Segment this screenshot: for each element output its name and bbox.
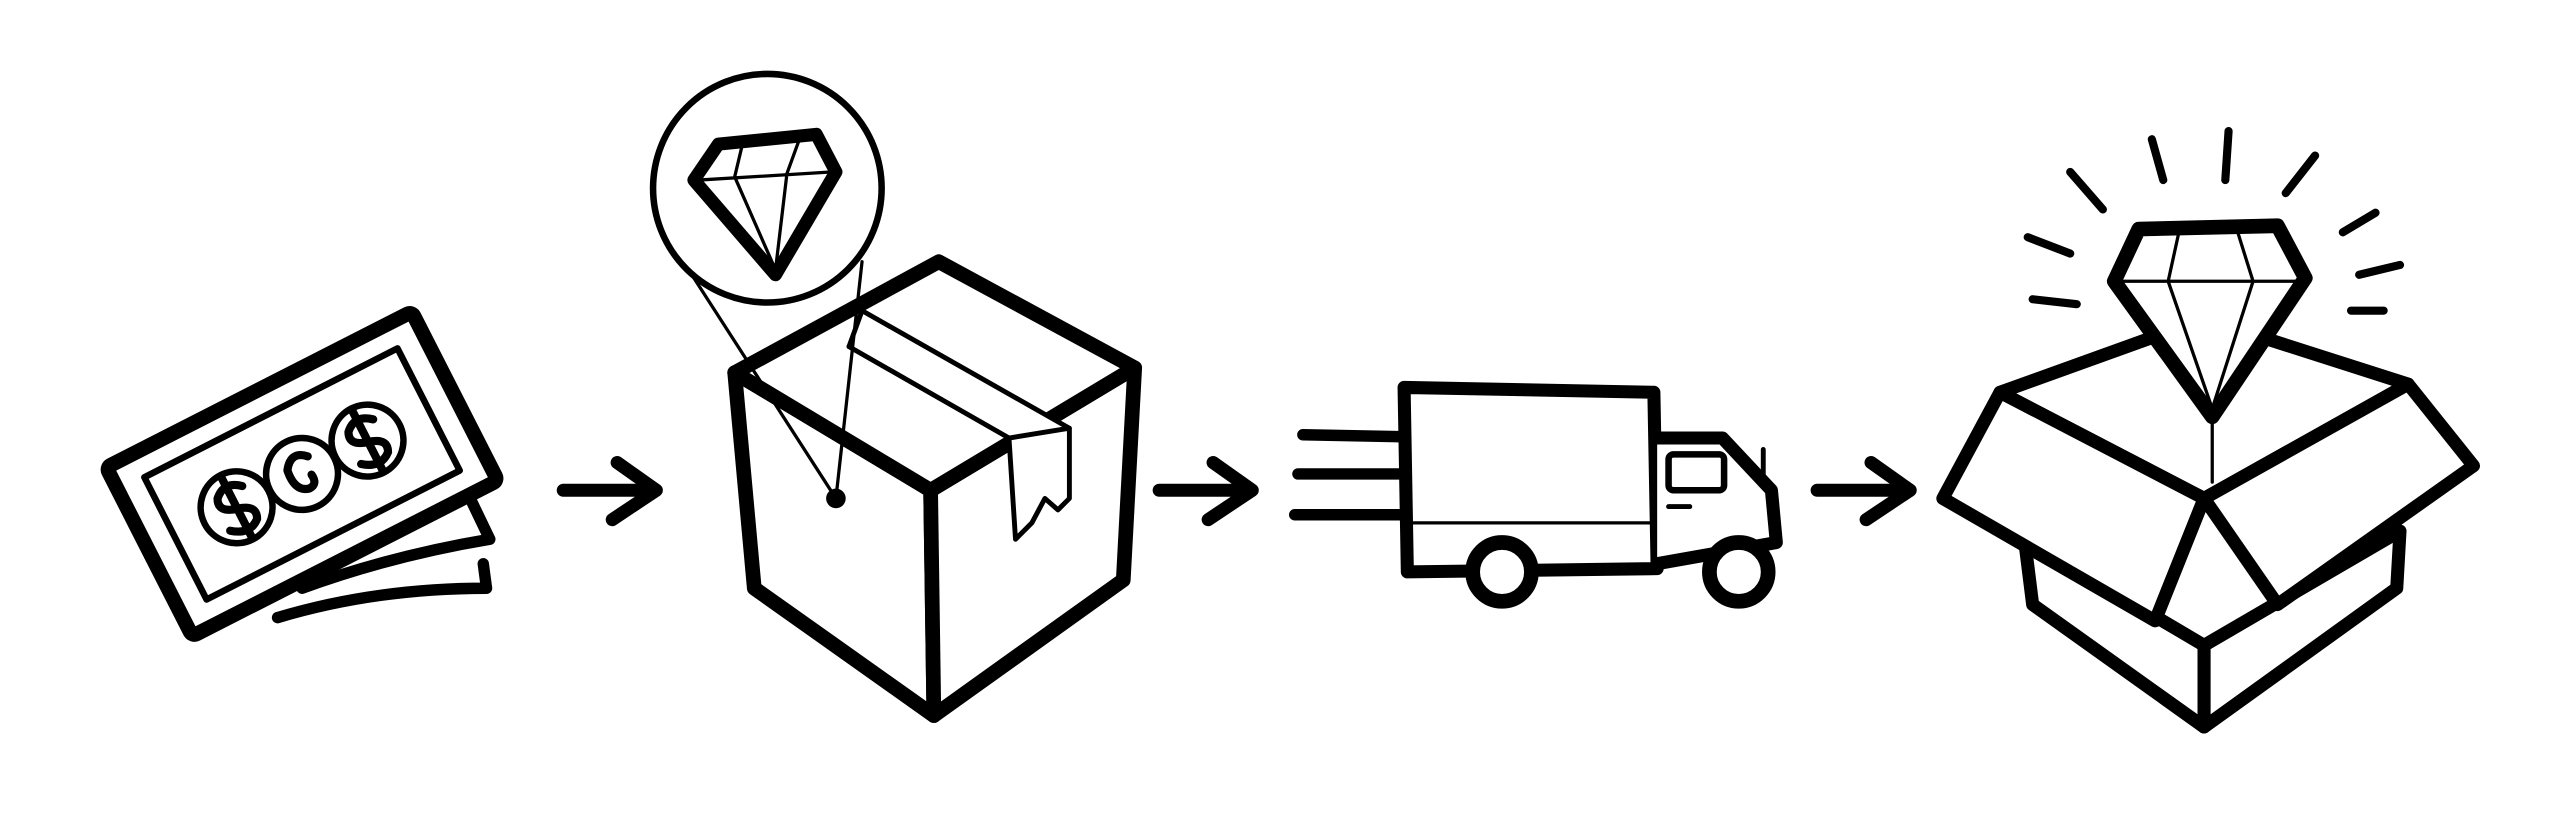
open-box-diamond-icon	[1936, 126, 2480, 734]
diamond-icon	[687, 127, 843, 282]
arrow-right-icon	[556, 455, 663, 527]
sparkle-rays-icon	[2023, 126, 2405, 315]
box-with-diamond-pin-icon	[649, 70, 1143, 723]
arrow-right-icon	[1810, 455, 1917, 527]
diamond-icon	[2106, 218, 2313, 425]
money-icon	[100, 306, 504, 642]
delivery-truck-icon	[1288, 380, 1783, 609]
arrow-right-icon	[1152, 455, 1259, 527]
